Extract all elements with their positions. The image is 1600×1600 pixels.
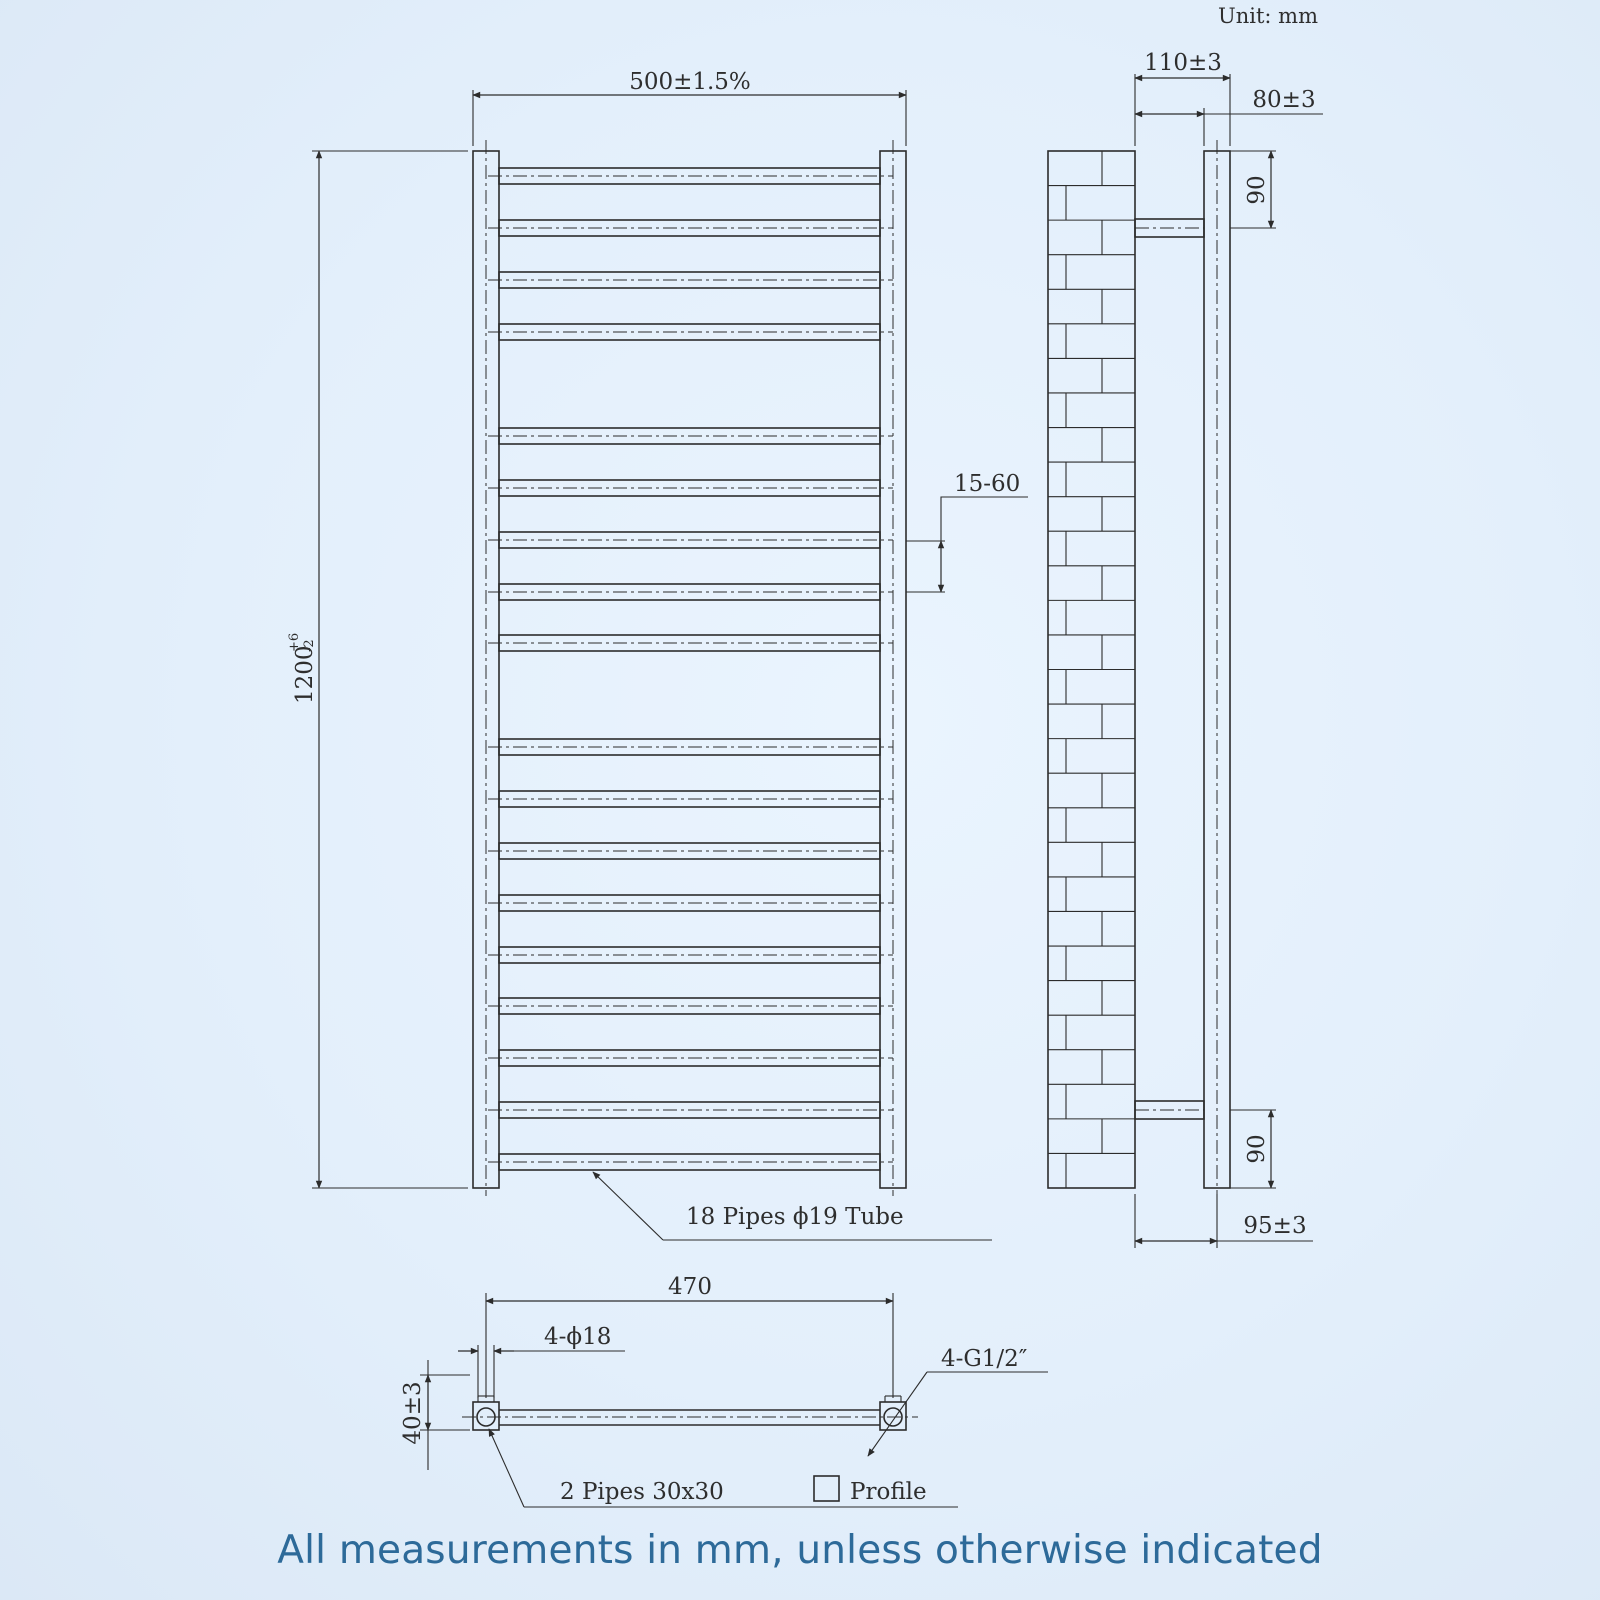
square-profile-icon [813,1475,840,1502]
right-inlet-circle [883,1407,903,1427]
bottom-bracket-text: 90 [1244,1134,1270,1163]
offset-text: 80±3 [1252,87,1315,113]
pipe-leader [488,1428,525,1508]
left-pipe-section [472,1401,500,1431]
profile-note: Profile [850,1479,927,1505]
front-view: 500±1.5% 1200 +6 -2 15-60 18 Pipes ϕ19 T… [287,69,1028,1241]
thread-note: 4-G1/2″ [941,1346,1028,1372]
height-tolerance-upper: +6 [287,633,302,652]
gap-leader [940,496,1028,541]
depth40-text: 40±3 [400,1381,426,1444]
rails-group [488,167,893,1171]
total-depth-text: 110±3 [1144,50,1222,76]
width-dimension-text: 500±1.5% [629,69,751,95]
height-tolerance-lower: -2 [302,639,317,652]
right-pipe-section [879,1401,907,1431]
unit-label: Unit: mm [1218,4,1318,28]
centers-text: 470 [668,1274,712,1300]
gap-dimension-text: 15-60 [954,471,1020,497]
bottom-view: 470 4-ϕ18 4-G1/2″ 40±3 2 Pipes 30x30 Pro… [400,1274,1048,1508]
tube-note: 18 Pipes ϕ19 Tube [686,1204,904,1230]
hole-note: 4-ϕ18 [544,1324,611,1350]
top-bracket-text: 90 [1244,175,1270,204]
wall-bricks [1048,151,1135,1188]
thread-leader [867,1371,928,1457]
side-view: 110±3 80±3 90 90 95±3 [1047,50,1323,1248]
wall-outline [1047,150,1136,1189]
height-dimension-text: 1200 [292,645,318,704]
base-depth-text: 95±3 [1243,1213,1306,1239]
measurement-footnote: All measurements in mm, unless otherwise… [277,1528,1323,1573]
pipe-note: 2 Pipes 30x30 [560,1479,724,1505]
tube-leader [592,1171,664,1241]
